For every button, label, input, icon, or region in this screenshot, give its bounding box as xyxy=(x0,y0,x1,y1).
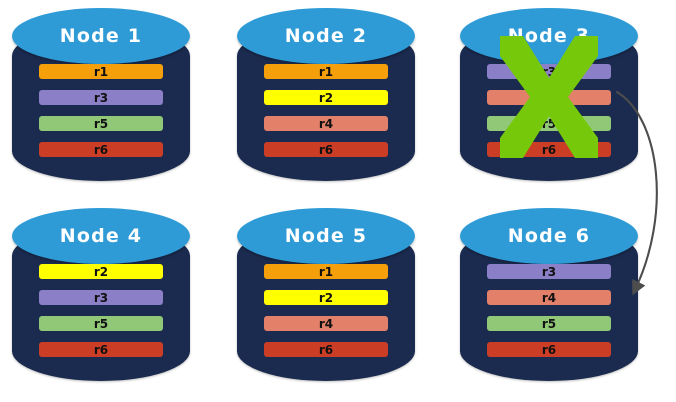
record-bar-label: r4 xyxy=(541,290,557,305)
record-bar[interactable]: r4 xyxy=(264,116,388,131)
record-bar-label: r3 xyxy=(541,264,557,279)
record-bar-label: r1 xyxy=(318,264,334,279)
node-cylinder-2[interactable]: Node 2 r1 r2 r4 r6 xyxy=(237,8,415,186)
record-bar-label: r6 xyxy=(318,342,334,357)
record-bar[interactable]: r2 xyxy=(264,90,388,105)
record-bar-label: r6 xyxy=(93,142,109,157)
record-bar[interactable]: r1 xyxy=(264,64,388,79)
node-header: Node 5 xyxy=(237,208,415,264)
record-bar-label: r2 xyxy=(318,290,334,305)
node-title: Node 3 xyxy=(507,24,591,47)
node-header: Node 3 xyxy=(460,8,638,64)
record-bar-list: r2 r3 r5 r6 xyxy=(39,264,163,357)
node-title: Node 2 xyxy=(284,24,368,47)
record-bar-label: r5 xyxy=(541,116,557,131)
record-bar[interactable]: r4 xyxy=(264,316,388,331)
record-bar[interactable]: r4 xyxy=(487,90,611,105)
record-bar[interactable]: r6 xyxy=(264,342,388,357)
node-cylinder-1[interactable]: Node 1 r1 r3 r5 r6 xyxy=(12,8,190,186)
record-bar[interactable]: r6 xyxy=(487,142,611,157)
record-bar-label: r1 xyxy=(93,64,109,79)
record-bar-list: r3 r4 r5 r6 xyxy=(487,264,611,357)
record-bar-label: r2 xyxy=(318,90,334,105)
record-bar-label: r4 xyxy=(541,90,557,105)
record-bar[interactable]: r2 xyxy=(264,290,388,305)
record-bar[interactable]: r5 xyxy=(487,116,611,131)
node-title: Node 1 xyxy=(59,24,143,47)
record-bar-label: r6 xyxy=(93,342,109,357)
record-bar[interactable]: r3 xyxy=(487,64,611,79)
record-bar[interactable]: r4 xyxy=(487,290,611,305)
record-bar[interactable]: r6 xyxy=(39,142,163,157)
record-bar-label: r3 xyxy=(541,64,557,79)
record-bar-list: r1 r2 r4 r6 xyxy=(264,64,388,157)
record-bar-label: r6 xyxy=(318,142,334,157)
node-header: Node 6 xyxy=(460,208,638,264)
record-bar-label: r3 xyxy=(93,90,109,105)
node-header: Node 4 xyxy=(12,208,190,264)
record-bar[interactable]: r5 xyxy=(39,316,163,331)
record-bar-label: r2 xyxy=(93,264,109,279)
record-bar-label: r6 xyxy=(541,142,557,157)
record-bar-list: r1 r2 r4 r6 xyxy=(264,264,388,357)
record-bar-label: r1 xyxy=(318,64,334,79)
record-bar[interactable]: r3 xyxy=(39,290,163,305)
record-bar[interactable]: r1 xyxy=(264,264,388,279)
record-bar[interactable]: r3 xyxy=(39,90,163,105)
record-bar-label: r6 xyxy=(541,342,557,357)
node-header: Node 2 xyxy=(237,8,415,64)
record-bar-label: r4 xyxy=(318,316,334,331)
record-bar-list: r1 r3 r5 r6 xyxy=(39,64,163,157)
record-bar[interactable]: r6 xyxy=(487,342,611,357)
node-title: Node 6 xyxy=(507,224,591,247)
record-bar[interactable]: r5 xyxy=(487,316,611,331)
node-title: Node 4 xyxy=(59,224,143,247)
record-bar-list: r3 r4 r5 r6 xyxy=(487,64,611,157)
record-bar-label: r5 xyxy=(93,116,109,131)
record-bar[interactable]: r6 xyxy=(264,142,388,157)
record-bar[interactable]: r3 xyxy=(487,264,611,279)
node-cylinder-3[interactable]: Node 3 r3 r4 r5 r6 xyxy=(460,8,638,186)
node-cylinder-6[interactable]: Node 6 r3 r4 r5 r6 xyxy=(460,208,638,386)
record-bar-label: r5 xyxy=(541,316,557,331)
record-bar-label: r4 xyxy=(318,116,334,131)
record-bar[interactable]: r2 xyxy=(39,264,163,279)
node-header: Node 1 xyxy=(12,8,190,64)
record-bar[interactable]: r1 xyxy=(39,64,163,79)
record-bar-label: r3 xyxy=(93,290,109,305)
record-bar[interactable]: r5 xyxy=(39,116,163,131)
node-cylinder-4[interactable]: Node 4 r2 r3 r5 r6 xyxy=(12,208,190,386)
record-bar[interactable]: r6 xyxy=(39,342,163,357)
node-title: Node 5 xyxy=(284,224,368,247)
record-bar-label: r5 xyxy=(93,316,109,331)
node-cylinder-5[interactable]: Node 5 r1 r2 r4 r6 xyxy=(237,208,415,386)
